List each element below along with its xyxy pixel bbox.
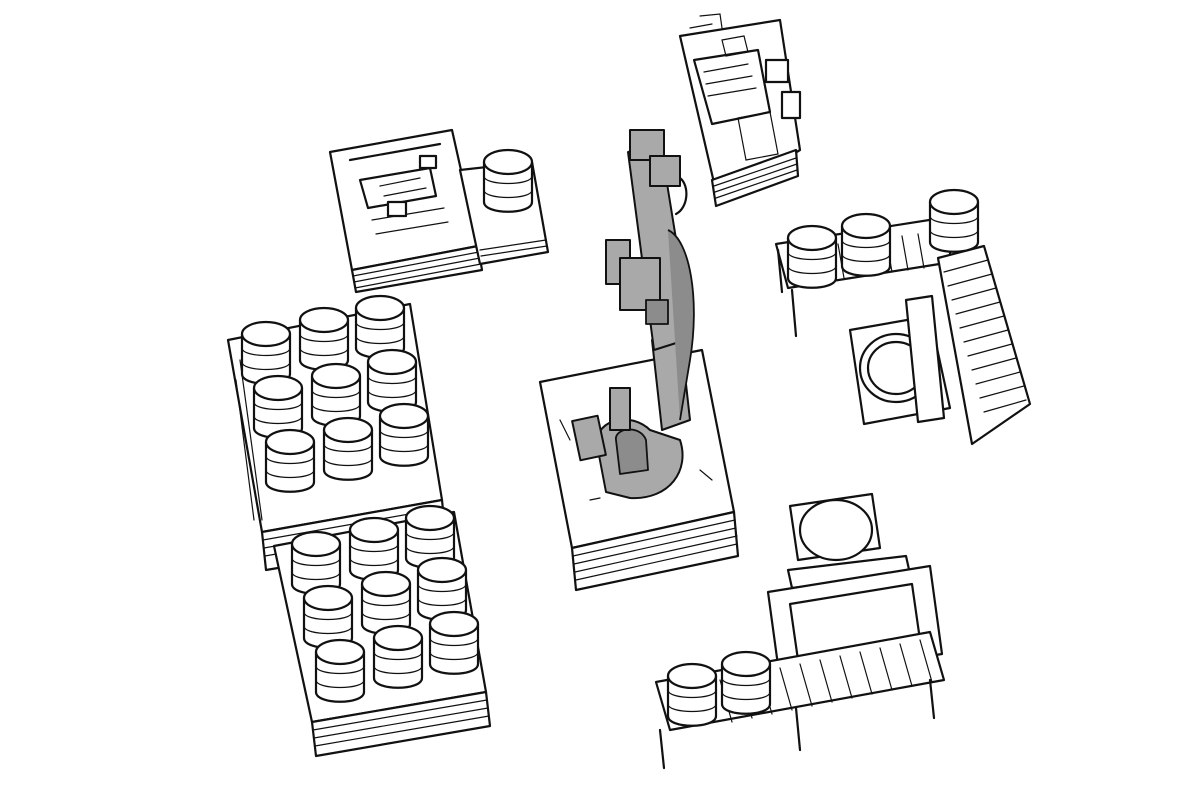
drum xyxy=(240,320,292,385)
drum xyxy=(482,148,534,213)
drum xyxy=(264,428,316,493)
drum xyxy=(378,402,430,467)
drum xyxy=(720,650,772,715)
machine-station xyxy=(328,128,550,294)
drum xyxy=(298,306,350,371)
drum xyxy=(786,224,838,289)
drum xyxy=(314,638,366,703)
drum xyxy=(354,294,406,359)
drum xyxy=(666,662,718,727)
drum xyxy=(360,570,412,635)
drum xyxy=(290,530,342,595)
drum xyxy=(840,212,892,277)
drum xyxy=(322,416,374,481)
drum xyxy=(366,348,418,413)
drum xyxy=(372,624,424,689)
drum xyxy=(302,584,354,649)
drum xyxy=(428,610,480,675)
drum xyxy=(252,374,304,439)
drum xyxy=(928,188,980,253)
conveyor-1 xyxy=(774,188,1032,446)
robot-arm xyxy=(571,129,695,500)
conveyor-2 xyxy=(654,492,946,770)
control-cabinet xyxy=(678,13,802,208)
drum xyxy=(310,362,362,427)
drum xyxy=(416,556,468,621)
drum-pallet-2 xyxy=(272,504,492,758)
drum xyxy=(348,516,400,581)
